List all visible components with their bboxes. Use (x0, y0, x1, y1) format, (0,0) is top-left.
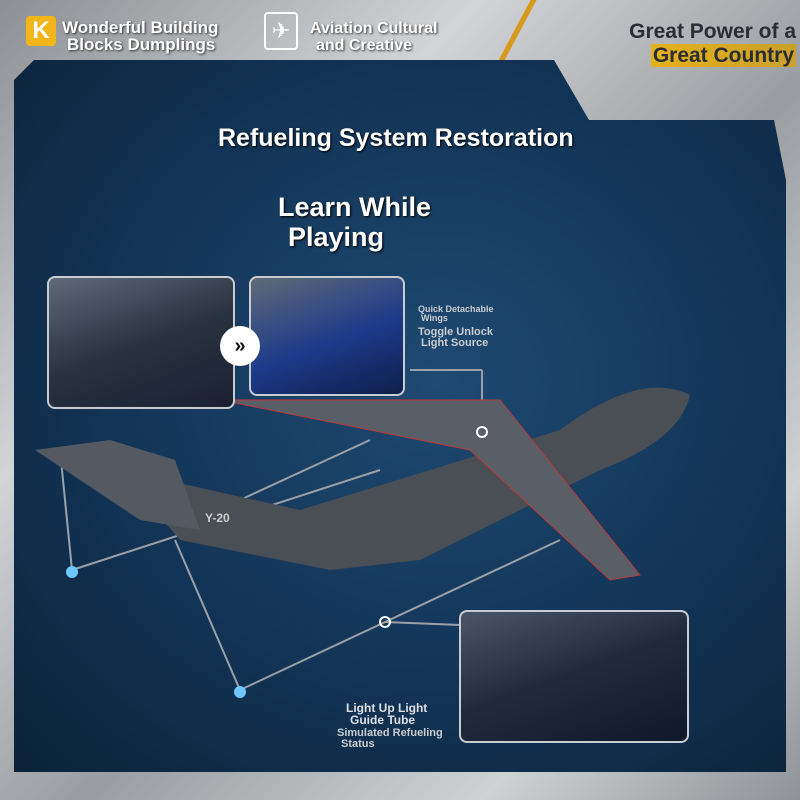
next-arrow-icon: » (220, 326, 260, 366)
status-line1: Simulated Refueling (337, 727, 443, 739)
callout-wings: Quick Detachable Wings (418, 305, 494, 323)
plane-fuselage (120, 387, 690, 570)
slogan: Great Power of a Great Country (629, 20, 796, 68)
light-line1: Toggle Unlock (418, 326, 493, 338)
status-line2: Status (341, 738, 375, 750)
slogan-line2: Great Country (650, 44, 796, 67)
plane-main-wing (219, 399, 641, 581)
brand-name: Wonderful Building Blocks Dumplings (62, 19, 218, 53)
brand-line2: Blocks Dumplings (67, 35, 216, 54)
tube-line2: Guide Tube (350, 713, 416, 727)
plane-tail (35, 440, 200, 530)
subtitle-line2: Playing (288, 222, 385, 252)
plane-marking: Y-20 (205, 511, 230, 525)
tube-line1: Light Up Light (346, 701, 428, 715)
subtitle: Learn While Playing (278, 192, 431, 252)
subtitle-line1: Learn While (278, 192, 432, 222)
brand-line1: Wonderful Building (62, 18, 219, 37)
slogan-line1: Great Power of a (629, 20, 796, 43)
wings-line2: Wings (421, 313, 448, 323)
partner-line2: and Creative (316, 37, 413, 54)
wing-detail-inset (47, 276, 235, 409)
light-line2: Light Source (421, 337, 489, 349)
wings-line1: Quick Detachable (418, 304, 494, 314)
page-title: Refueling System Restoration (218, 124, 574, 152)
brand-logo: K (26, 16, 56, 46)
light-source-inset (249, 276, 405, 396)
callout-light-source: Toggle Unlock Light Source (418, 327, 493, 349)
callout-tube: Light Up Light Guide Tube (346, 702, 427, 726)
partner-line1: Aviation Cultural (310, 20, 438, 37)
aviation-plane-icon: ✈ (264, 12, 298, 50)
partner-name: Aviation Cultural and Creative (310, 20, 437, 54)
refueling-tube-inset (459, 610, 689, 743)
callout-status: Simulated Refueling Status (337, 728, 443, 750)
